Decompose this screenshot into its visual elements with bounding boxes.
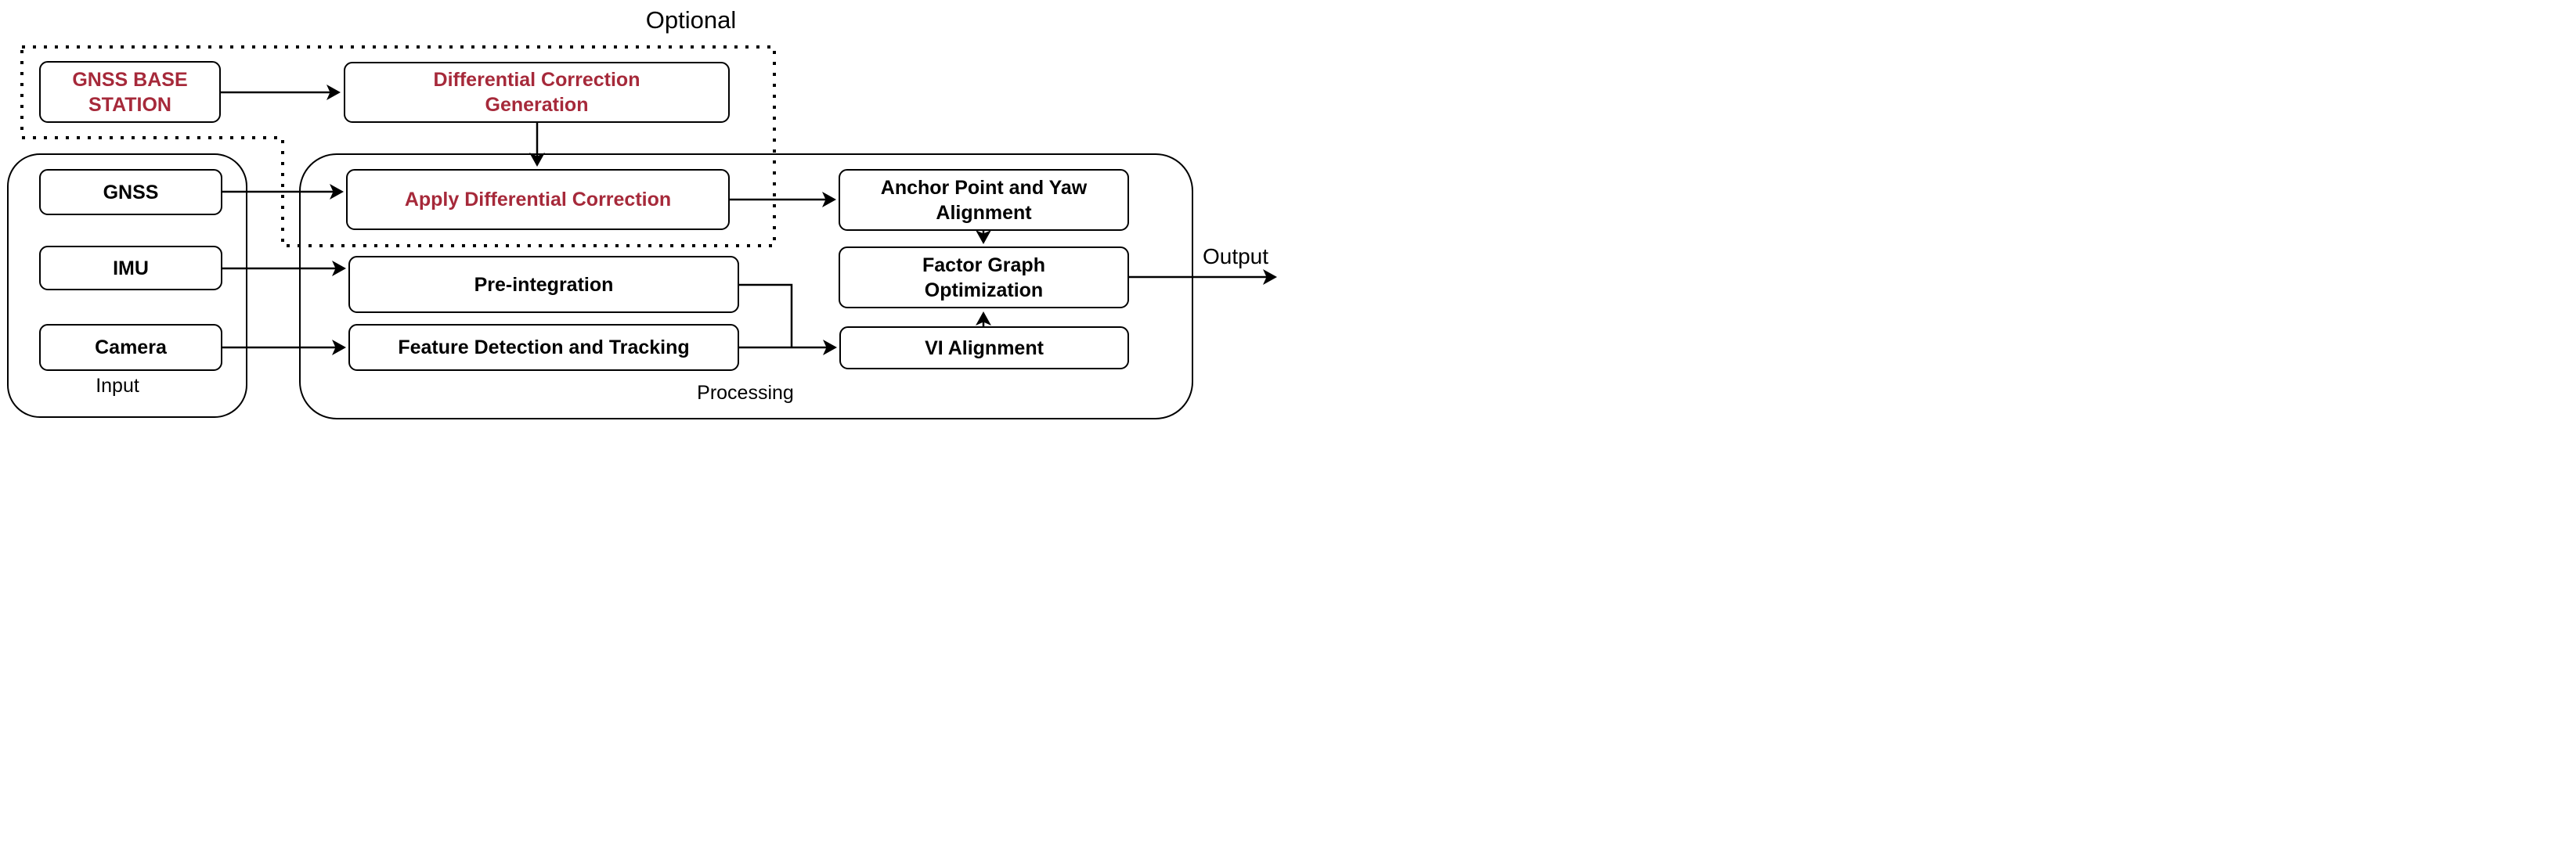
node-pre-integration: Pre-integration <box>348 256 739 313</box>
edge-preint-junction <box>739 283 793 347</box>
node-vi-alignment: VI Alignment <box>839 326 1129 369</box>
input-label: Input <box>96 375 139 397</box>
node-factor-graph-optimization: Factor Graph Optimization <box>839 246 1129 308</box>
anchor-point-yaw-line-2: Alignment <box>936 201 1032 224</box>
optional-label: Optional <box>645 6 737 34</box>
anchor-point-yaw-line-1: Anchor Point and Yaw <box>880 176 1088 199</box>
node-imu: IMU <box>39 246 222 290</box>
node-apply-differential-correction: Apply Differential Correction <box>346 169 730 230</box>
node-feature-detection-tracking: Feature Detection and Tracking <box>348 324 739 371</box>
diagram-canvas: Optional Input Processing Output GNSS BA… <box>0 0 1288 430</box>
differential-correction-generation-line-2: Generation <box>485 94 589 116</box>
input-container <box>7 153 247 418</box>
node-gnss: GNSS <box>39 169 222 215</box>
processing-label: Processing <box>697 382 794 404</box>
optional-region-outline <box>20 45 776 247</box>
node-differential-correction-generation: Differential Correction Generation <box>344 62 730 123</box>
node-anchor-point-yaw-alignment: Anchor Point and Yaw Alignment <box>839 169 1129 231</box>
connector-layer <box>20 45 1277 355</box>
node-gnss-base-station: GNSS BASE STATION <box>39 61 221 123</box>
node-camera: Camera <box>39 324 222 371</box>
gnss-base-station-line-1: GNSS BASE <box>72 68 188 91</box>
differential-correction-generation-line-1: Differential Correction <box>433 69 640 91</box>
factor-graph-optimization-line-2: Optimization <box>924 279 1044 301</box>
factor-graph-optimization-line-1: Factor Graph <box>922 254 1045 276</box>
processing-container <box>299 153 1193 419</box>
gnss-base-station-line-2: STATION <box>88 93 171 116</box>
output-label: Output <box>1202 244 1269 268</box>
